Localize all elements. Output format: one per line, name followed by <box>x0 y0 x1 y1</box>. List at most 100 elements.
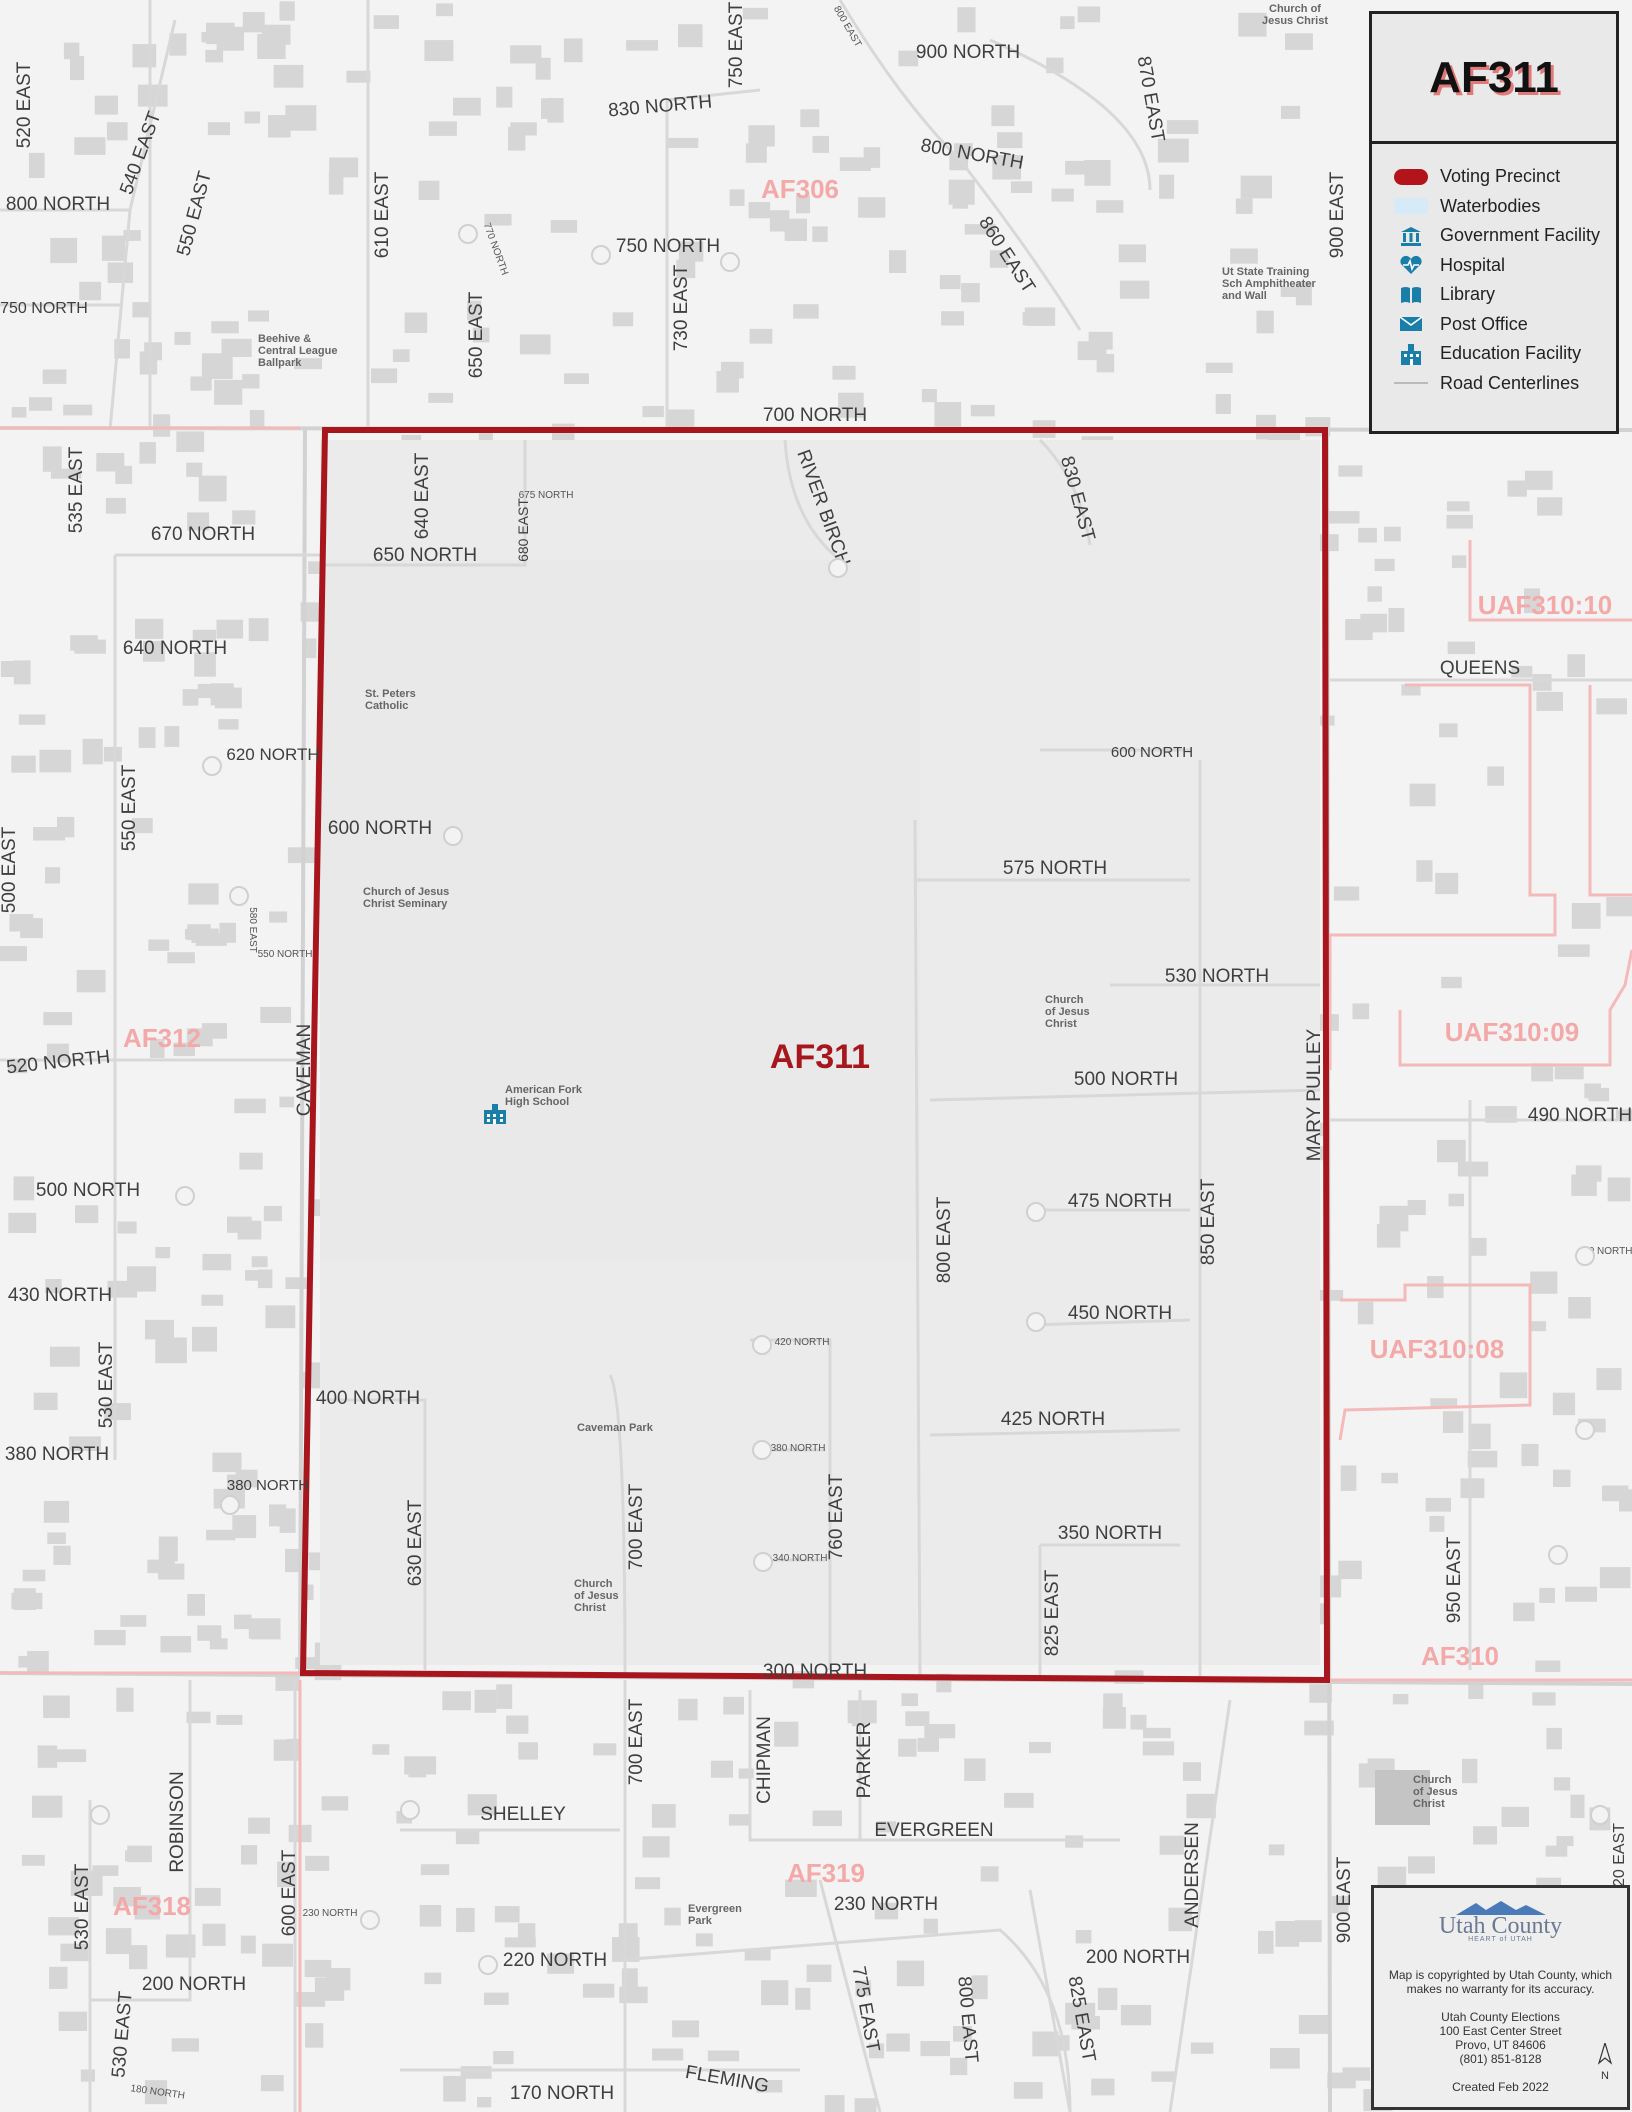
building <box>496 1684 513 1709</box>
building <box>666 409 695 432</box>
legend-item-label: Voting Precinct <box>1440 166 1561 187</box>
building <box>1270 2048 1300 2069</box>
building <box>1521 1443 1539 1467</box>
address-line-2: Provo, UT 84606 <box>1455 2038 1546 2052</box>
building <box>593 1743 617 1756</box>
building <box>1295 281 1312 306</box>
building <box>824 2095 845 2112</box>
map-legend: AF311 Voting Precinct Waterbodies Govern… <box>1369 11 1619 434</box>
building <box>896 1960 925 1987</box>
building <box>232 510 256 525</box>
building <box>1334 886 1360 901</box>
precinct-label-af310: AF310 <box>1421 1641 1499 1671</box>
building <box>194 1887 221 1906</box>
building <box>50 468 82 479</box>
street-label: 380 NORTH <box>227 1477 309 1494</box>
building <box>1546 1727 1562 1750</box>
street-label: 640 EAST <box>412 452 433 539</box>
building <box>268 115 291 138</box>
legend-item-post-office: Post Office <box>1394 310 1616 340</box>
building <box>1240 175 1272 199</box>
building <box>1457 1161 1489 1177</box>
map-info-box: Utah County HEART of UTAH Map is copyrig… <box>1371 1885 1630 2110</box>
building <box>269 1504 287 1527</box>
building <box>1511 665 1533 678</box>
legend-item-label: Education Facility <box>1440 343 1582 364</box>
building <box>1530 1271 1558 1294</box>
building <box>69 1436 101 1451</box>
building <box>125 1850 141 1862</box>
street-label: 580 EAST <box>247 907 258 953</box>
building <box>82 738 103 765</box>
building <box>18 1655 36 1668</box>
building <box>1499 1372 1528 1399</box>
building <box>1409 783 1436 807</box>
street-label: 220 NORTH <box>503 1950 607 1971</box>
street-label: 20 EAST <box>1611 1823 1628 1887</box>
building <box>155 1247 171 1259</box>
building <box>1442 1411 1464 1433</box>
building <box>920 2041 950 2057</box>
building <box>1532 1692 1556 1706</box>
building <box>716 371 739 393</box>
building <box>729 189 745 206</box>
building <box>748 202 771 219</box>
building <box>1571 903 1601 929</box>
building <box>774 1721 799 1747</box>
building <box>442 1691 471 1711</box>
building <box>710 1760 733 1778</box>
building <box>793 304 819 319</box>
building <box>218 719 239 730</box>
building <box>1471 1237 1487 1256</box>
street-label: 600 NORTH <box>1111 744 1193 761</box>
building <box>484 213 512 226</box>
neighbor-precinct-boundaries <box>0 426 1632 2112</box>
building <box>1338 465 1363 477</box>
building <box>1408 1856 1435 1874</box>
building <box>796 195 810 214</box>
building <box>211 321 239 334</box>
building <box>564 373 589 384</box>
building <box>1205 362 1233 373</box>
building <box>953 2026 972 2042</box>
building <box>436 3 453 17</box>
street-label: 760 EAST <box>826 1473 847 1560</box>
building <box>1487 766 1504 786</box>
building <box>49 1966 68 1989</box>
legend-item-road-centerlines: Road Centerlines <box>1394 369 1616 399</box>
street-label: 450 NORTH <box>1068 1303 1172 1324</box>
street-label: 450 NORTH <box>1578 1246 1632 1257</box>
building <box>1304 1720 1334 1736</box>
building <box>1327 2072 1356 2089</box>
street-label: 170 NORTH <box>510 2083 614 2104</box>
building <box>1384 526 1401 542</box>
building <box>80 2069 95 2082</box>
building <box>187 512 210 531</box>
building <box>0 946 27 962</box>
building <box>43 1500 70 1523</box>
legend-item-hospital: Hospital <box>1394 251 1616 281</box>
building <box>205 49 224 63</box>
building <box>964 1758 986 1781</box>
building <box>174 331 191 345</box>
building <box>1022 312 1044 326</box>
building <box>1571 1174 1597 1196</box>
precinct-label-af306: AF306 <box>761 174 839 204</box>
building <box>666 137 699 148</box>
building <box>917 1737 939 1752</box>
building <box>201 1023 227 1039</box>
building <box>1513 1602 1535 1622</box>
building <box>263 1205 282 1222</box>
building <box>1328 511 1360 524</box>
building <box>905 1711 930 1726</box>
building <box>1275 1921 1300 1947</box>
building <box>139 442 156 464</box>
street-label: 500 NORTH <box>36 1180 140 1201</box>
building <box>563 38 583 63</box>
building <box>242 374 260 389</box>
building <box>11 1592 43 1610</box>
legend-item-label: Road Centerlines <box>1440 372 1580 393</box>
